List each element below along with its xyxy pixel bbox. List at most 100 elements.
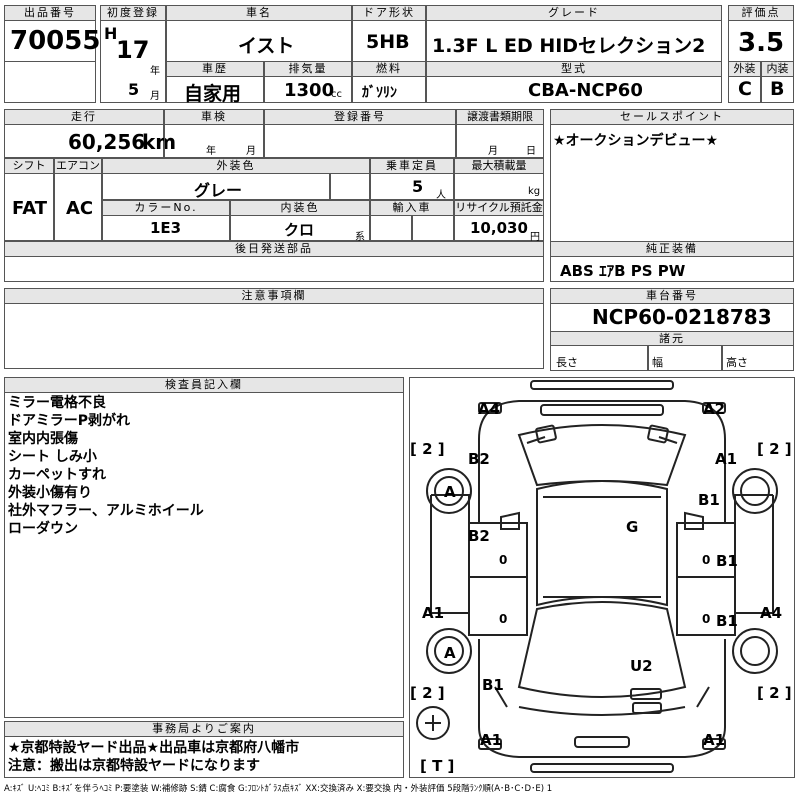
equipment-label: 純正装備 [550,241,794,257]
displacement-unit: cc [331,89,342,100]
load-label: 最大積載量 [454,158,544,174]
grade: 1.3F L ED HIDセレクション2 [432,35,706,57]
year-unit: 年 [150,66,160,77]
fuel-box [352,76,426,103]
interior-color: クロ [284,221,315,239]
recycle-box [454,215,544,241]
recycle-unit: 円 [530,232,540,243]
import-box-2 [412,215,454,241]
capacity-unit: 人 [436,190,446,201]
recycle-label: リサイクル預託金 [454,200,544,216]
history-box [166,76,264,103]
load-unit: kg [528,186,541,197]
transfer-label: 譲渡書類期限 [456,109,544,125]
lot-label: 出品番号 [4,5,96,21]
mileage: 60,256 [68,130,146,154]
displacement: 1300 [284,80,335,101]
transfer-box [456,124,544,158]
transfer-day-unit: 日 [526,146,536,157]
inspector-note: ローダウン [8,521,78,537]
spare-tire-label: [ T ] [420,757,455,775]
equipment-box [550,256,794,282]
damage-b1-rear-left: B1 [482,676,504,694]
mileage-unit: km [142,130,177,154]
grade-label: グレード [426,5,722,21]
inspector-box [4,392,404,718]
later-parts-box [4,256,544,282]
color-no-box [102,215,230,241]
interior-box [761,76,794,103]
damage-b1-right-door-rear: B1 [716,612,738,630]
damage-a1-front-right: A1 [715,450,738,468]
inspector-note: 外装小傷有り [8,485,92,501]
score: 3.5 [738,28,785,58]
damage-a1-left-rear: A1 [422,604,445,622]
tire-label-front-left: [ 2 ] [410,440,445,458]
damage-a-rear-left-tire: A [444,644,456,662]
damage-a4-top-left: A4 [478,400,501,418]
spec-length-box [550,345,648,371]
notes-label: 注意事項欄 [4,288,544,304]
spec-length-label: 長さ [556,356,578,369]
tire-label-front-right: [ 2 ] [757,440,792,458]
damage-b2-left-door: B2 [468,527,490,545]
office-note: ★京都特設ヤード出品★出品車は京都府八幡市 [8,740,300,756]
inspection-year-unit: 年 [206,146,216,157]
damage-a4-right-rear: A4 [760,604,783,622]
equipment: ABS ｴｱB PS PW [560,262,686,280]
interior-grade: B [770,78,785,100]
history: 自家用 [184,83,242,105]
interior-color-box [230,215,370,241]
inspection-label: 車検 [164,109,264,125]
aircon-box [54,173,102,241]
aircon-label: エアコン [54,158,102,174]
damage-u2-rear: U2 [630,657,653,675]
exterior-color-label: 外装色 [102,158,370,174]
inspector-note: ミラー電格不良 [8,395,106,411]
tire-label-rear-right: [ 2 ] [757,684,792,702]
damage-b1-front-right: B1 [698,491,720,509]
model-label: 型式 [426,61,722,77]
damage-b2-front-left: B2 [468,450,490,468]
legend-text: A:ｷｽﾞ U:ﾍｺﾐ B:ｷｽﾞを伴うﾍｺﾐ P:要塗装 W:補修跡 S:錆 … [4,784,553,794]
zero-mark: 0 [702,553,711,567]
inspector-label: 検査員記入欄 [4,377,404,393]
damage-b1-right-door-front: B1 [716,552,738,570]
model: CBA-NCP60 [528,80,643,101]
recycle-fee: 10,030 [470,219,528,237]
spec-height-label: 高さ [726,356,748,369]
first-reg-label: 初度登録 [100,5,166,21]
model-box [426,76,722,103]
chassis-label: 車台番号 [550,288,794,304]
spec-width-box [648,345,722,371]
import-label: 輸入車 [370,200,454,216]
office-note: 注意：搬出は京都特設ヤードになります [8,758,260,774]
reg-no-box [264,124,456,158]
office-notes: ★京都特設ヤード出品★出品車は京都府八幡市 注意：搬出は京都特設ヤードになります [8,739,299,775]
inspection-box [164,124,264,158]
damage-a1-bottom-right: A1 [703,731,726,749]
damage-g-windshield: G [626,518,639,536]
shift-box [4,173,54,241]
spec-width-label: 幅 [652,356,663,369]
score-label: 評価点 [728,5,794,21]
chassis-number: NCP60-0218783 [592,305,772,329]
door-type: 5HB [366,31,410,53]
shift-label: シフト [4,158,54,174]
tire-label-rear-left: [ 2 ] [410,684,445,702]
inspector-note: カーペットすれ [8,467,106,483]
color-no: 1E3 [150,219,182,237]
exterior-color-extra [330,173,370,200]
damage-diagram-box [409,377,795,778]
door-label: ドア形状 [352,5,426,21]
inspector-notes: ミラー電格不良 ドアミラーP剥がれ 室内内張傷 シート しみ小 カーペットすれ … [8,394,204,538]
inspector-note: ドアミラーP剥がれ [8,413,130,429]
era-text: H [104,24,118,43]
zero-mark: 0 [499,553,508,567]
later-parts-label: 後日発送部品 [4,241,544,257]
year-text: 17 [116,36,150,64]
fuel-label: 燃料 [352,61,426,77]
reg-no-label: 登録番号 [264,109,456,125]
inspector-note: 室内内張傷 [8,431,78,447]
exterior-label: 外装 [728,61,761,77]
